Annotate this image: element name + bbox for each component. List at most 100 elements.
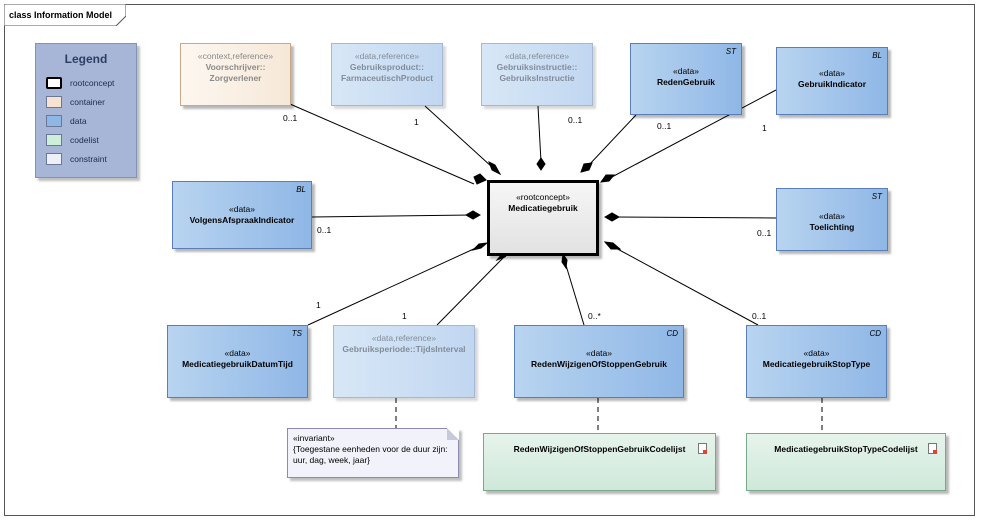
class-name: Gebruiksproduct::	[349, 62, 425, 72]
class-stereotype: «data,reference»	[504, 51, 570, 61]
legend-swatch-constraint	[46, 153, 62, 165]
legend-swatch-codelist	[46, 134, 62, 146]
class-name: Gebruiksperiode::TijdsInterval	[342, 344, 466, 354]
class-gebruiksperiode-tijdsinterval[interactable]: «data,reference» Gebruiksperiode::TijdsI…	[333, 325, 475, 398]
diamond-gebruiksproduct	[488, 160, 502, 176]
class-stereotype: «data»	[224, 348, 251, 358]
note-line: {Toegestane eenheden voor de duur zijn:	[293, 444, 448, 454]
diamond-stoptype	[603, 241, 622, 250]
class-type-tag: TS	[291, 329, 302, 338]
codelist-name: RedenWijzigenOfStoppenGebruikCodelijst	[513, 444, 686, 454]
multiplicity-datumtijd: 1	[316, 300, 321, 310]
class-type-tag: BL	[872, 51, 882, 60]
frame-tab	[4, 4, 126, 26]
diagram-title: class Information Model	[9, 10, 113, 20]
class-type-tag: BL	[296, 185, 306, 194]
class-name: Zorgverlener	[209, 73, 262, 83]
class-stereotype: «data»	[673, 66, 699, 76]
class-voorschrijver-zorgverlener[interactable]: «context,reference» Voorschrijver:: Zorg…	[180, 43, 291, 106]
legend-item-codelist: codelist	[46, 134, 136, 148]
class-gebruiksinstructie[interactable]: «data,reference» Gebruiksinstructie:: Ge…	[481, 43, 593, 106]
class-toelichting[interactable]: ST «data» Toelichting	[776, 188, 888, 251]
legend-swatch-container	[46, 96, 62, 108]
class-type-tag: CD	[869, 329, 881, 338]
legend-title: Legend	[64, 52, 108, 66]
legend-item-container: container	[46, 96, 136, 110]
codelist-name: MedicatiegebruikStopTypeCodelijst	[774, 444, 918, 454]
legend-swatch-rootconcept	[46, 77, 62, 89]
assoc-toelichting	[612, 216, 777, 219]
multiplicity-gebruikindicator: 1	[762, 123, 767, 133]
class-stereotype: «data»	[803, 348, 830, 358]
invariant-note[interactable]: «invariant» {Toegestane eenheden voor de…	[287, 428, 459, 478]
document-icon	[928, 443, 937, 454]
multiplicity-gebruiksperiode: 1	[402, 311, 407, 321]
assoc-gebruiksproduct	[424, 105, 493, 168]
class-name: Gebruiksinstructie::	[496, 62, 578, 72]
diamond-voorschrijver	[473, 173, 487, 185]
legend-label: codelist	[70, 135, 99, 145]
codelist-redenwijzigenofstoppengebruik[interactable]: RedenWijzigenOfStoppenGebruikCodelijst	[483, 433, 716, 491]
legend-label: container	[70, 97, 105, 107]
class-name: FarmaceutischProduct	[340, 73, 434, 83]
class-medicatiegebruikdatumtijd[interactable]: TS «data» MedicatiegebruikDatumTijd	[167, 325, 308, 398]
class-name: Toelichting	[809, 222, 855, 232]
multiplicity-gebruiksproduct: 1	[414, 117, 419, 127]
legend-item-constraint: constraint	[46, 153, 136, 167]
assoc-stoptype	[611, 245, 759, 326]
class-type-tag: ST	[871, 192, 882, 201]
document-icon	[698, 443, 707, 454]
class-gebruiksproduct-farmaceutischproduct[interactable]: «data,reference» Gebruiksproduct:: Farma…	[331, 43, 443, 106]
class-stereotype: «context,reference»	[197, 51, 274, 61]
legend-item-data: data	[46, 115, 136, 129]
multiplicity-toelichting: 0..1	[757, 228, 772, 238]
class-medicatiegebruikstoptype[interactable]: CD «data» MedicatiegebruikStopType	[746, 325, 887, 398]
assoc-datumtijd	[307, 246, 479, 326]
multiplicity-volgensafspraak: 0..1	[317, 225, 332, 235]
class-stereotype: «data»	[229, 204, 255, 214]
class-medicatiegebruik-root[interactable]: «rootconcept» Medicatiegebruik	[487, 180, 599, 256]
note-line: uur, dag, week, jaar}	[293, 455, 371, 465]
class-volgensafspraakindicator[interactable]: BL «data» VolgensAfspraakIndicator	[172, 181, 312, 249]
codelist-medicatiegebruikstoptype[interactable]: MedicatiegebruikStopTypeCodelijst	[746, 433, 946, 491]
multiplicity-redenwijzigen: 0..*	[588, 311, 601, 321]
note-line: «invariant»	[293, 433, 335, 443]
diamond-volgensafspraak	[464, 210, 482, 220]
class-name: GebruiksInstructie	[499, 73, 575, 83]
assoc-redengebruik	[587, 114, 637, 167]
multiplicity-gebruiksinstructie: 0..1	[568, 115, 583, 125]
class-name: RedenWijzigenOfStoppenGebruik	[531, 359, 667, 369]
assoc-volgensafspraak	[311, 214, 473, 218]
class-stereotype: «data»	[819, 211, 845, 221]
class-redengebruik[interactable]: ST «data» RedenGebruik	[630, 43, 742, 115]
class-type-tag: CD	[666, 329, 678, 338]
diamond-gebruikindicator	[599, 174, 616, 183]
class-stereotype: «data,reference»	[354, 51, 420, 61]
diamond-redengebruik	[580, 162, 593, 173]
assoc-redenwijzigen	[564, 261, 585, 326]
class-name: MedicatiegebruikDatumTijd	[182, 359, 293, 369]
class-name: Medicatiegebruik	[508, 203, 578, 213]
class-redenwijzigenofstoppengebruik[interactable]: CD «data» RedenWijzigenOfStoppenGebruik	[514, 325, 684, 398]
class-gebruikindicator[interactable]: BL «data» GebruikIndicator	[776, 47, 888, 115]
legend-item-rootconcept: rootconcept	[46, 77, 136, 91]
assoc-voorschrijver	[289, 103, 475, 185]
legend: Legend rootconcept container data codeli…	[35, 43, 137, 178]
diagram-frame	[4, 4, 975, 516]
diamond-toelichting	[603, 212, 621, 222]
class-stereotype: «rootconcept»	[516, 192, 570, 202]
legend-swatch-data	[46, 115, 62, 127]
assoc-gebruiksperiode	[436, 256, 505, 326]
diamond-redenwijzigen	[561, 252, 568, 270]
class-name: RedenGebruik	[656, 77, 716, 87]
diamond-gebruiksinstructie	[536, 157, 546, 171]
class-name: GebruikIndicator	[797, 79, 866, 89]
class-stereotype: «data»	[819, 68, 845, 78]
multiplicity-stoptype: 0..1	[752, 311, 767, 321]
legend-label: data	[70, 116, 87, 126]
multiplicity-voorschrijver: 0..1	[283, 113, 298, 123]
class-stereotype: «data»	[586, 348, 612, 358]
class-name: MedicatiegebruikStopType	[762, 359, 871, 369]
class-name: Voorschrijver::	[205, 62, 266, 72]
